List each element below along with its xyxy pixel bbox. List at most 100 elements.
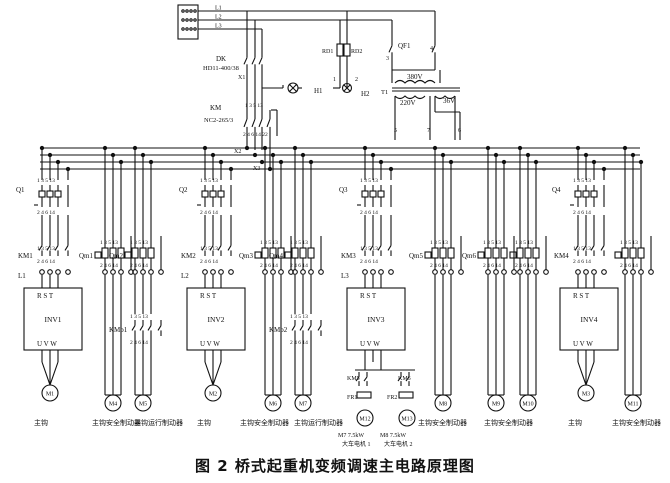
motor-lead: [49, 361, 59, 386]
junction-dot: [202, 145, 208, 151]
terminal-post: [228, 269, 234, 275]
terminal-post: [583, 269, 589, 275]
inv-bottom-label: U V W: [200, 340, 220, 348]
contact-numbers: 1 3 5 13: [290, 240, 308, 246]
supply-pin: [189, 27, 193, 31]
junction-dot: [575, 145, 581, 151]
km-main-aux-blade: [600, 245, 605, 251]
contact-numbers: 2 4 6 14: [360, 259, 378, 265]
supply-pin: [193, 27, 197, 31]
motor-M8: [434, 394, 452, 412]
km-m-contact-blade: [355, 376, 360, 382]
out-term: 7: [427, 128, 430, 134]
terminal-post: [370, 269, 376, 275]
breaker-q-pole: [377, 190, 385, 198]
contact-numbers: 1 3 5 13: [100, 240, 118, 246]
terminal-post: [485, 269, 491, 275]
contact-numbers: 2 4 6 14: [100, 263, 118, 269]
fr-relay: [356, 391, 372, 399]
tr-winding-primary: [394, 79, 436, 84]
junction-dot: [292, 145, 298, 151]
motor-M2: [204, 384, 222, 402]
label-hook-brake: 主钩安全制动器: [92, 418, 141, 427]
terminal-post: [622, 269, 628, 275]
km-m-label: KM6: [398, 376, 411, 382]
qm-label: Qm2: [109, 252, 124, 260]
km-contact-blade: [243, 118, 248, 128]
kmb-contact-aux-blade: [317, 325, 322, 331]
contact-numbers: 1 3 5 13: [360, 246, 378, 252]
terminal-post: [118, 269, 124, 275]
km-main-blade: [369, 245, 374, 251]
junction-dot: [308, 159, 314, 165]
motor-lead: [41, 361, 51, 386]
terminal-post: [148, 269, 154, 275]
terminal-post: [432, 269, 438, 275]
junction-dot: [485, 145, 491, 151]
km-label: KM: [210, 104, 222, 112]
contact-numbers: 2 4 6 14: [260, 263, 278, 269]
junction-dot: [110, 152, 116, 158]
qm-label: Qm3: [239, 252, 254, 260]
breaker-q-pole: [217, 190, 225, 198]
motor-M9: [487, 394, 505, 412]
kmb-contact-aux-blade: [157, 325, 162, 331]
km-main-blade: [54, 245, 59, 251]
junction-dot: [440, 152, 446, 158]
km-m-contact-blade: [397, 376, 402, 382]
contact-numbers: 2 4 6 14: [620, 263, 638, 269]
qm-pole: [109, 247, 117, 259]
junction-dot: [638, 159, 644, 165]
km-main-blade: [377, 245, 382, 251]
supply-pin: [185, 27, 189, 31]
qf-term: 4: [430, 46, 433, 52]
label-hook-brake: 主钩安全制动器: [612, 418, 661, 427]
qm-pole: [532, 247, 540, 259]
qm-mark: [124, 251, 132, 259]
terminal-post: [533, 269, 539, 275]
label-safety-brake: 主钩安全制动器: [484, 418, 533, 427]
supply-terminal-box: [177, 4, 199, 40]
terminal-post: [55, 269, 61, 275]
dk-switch-blade: [251, 57, 256, 65]
tr-winding-36: [434, 95, 456, 100]
supply-pin: [181, 9, 185, 13]
motor-label: M1: [46, 392, 54, 398]
terminal-post: [47, 269, 53, 275]
terminal-post: [525, 269, 531, 275]
junction-dot: [218, 159, 224, 165]
contact-numbers: 1 3 5 13: [260, 240, 278, 246]
junction-dot: [252, 152, 258, 158]
contact-numbers: 2 4 6 14: [130, 263, 148, 269]
v380-label: 380V: [407, 73, 423, 81]
terminal-post: [288, 269, 294, 275]
q-label: Q4: [552, 186, 561, 194]
label-hook-brake: 主钩安全制动器: [240, 418, 289, 427]
qm-pole: [131, 247, 139, 259]
junction-dot: [300, 152, 306, 158]
motor-label: M5: [139, 402, 147, 408]
motor-label: M13: [401, 417, 412, 423]
motor-M10: [519, 394, 537, 412]
junction-dot: [259, 159, 265, 165]
qm-pole: [139, 247, 147, 259]
inv-top-label: R S T: [573, 292, 590, 300]
inv-bottom-label: U V W: [360, 340, 380, 348]
qm-pole: [447, 247, 455, 259]
inverter-box: [186, 287, 246, 351]
q-label: Q1: [16, 186, 25, 194]
inv-top-label: R S T: [200, 292, 217, 300]
label-main-hook: 主钩: [197, 418, 211, 427]
motor-M3: [577, 384, 595, 402]
contact-numbers: 2 4 6 14: [483, 263, 501, 269]
motor-M7: [294, 394, 312, 412]
terminal-post: [202, 269, 208, 275]
qm-pole: [299, 247, 307, 259]
km-main-label: KM1: [18, 252, 33, 260]
junction-dot: [210, 152, 216, 158]
lamp-term: 2: [355, 77, 358, 83]
terminal-post: [501, 269, 507, 275]
out-term: 5: [394, 128, 397, 134]
km-main-blade: [209, 245, 214, 251]
junction-dot: [244, 145, 250, 151]
